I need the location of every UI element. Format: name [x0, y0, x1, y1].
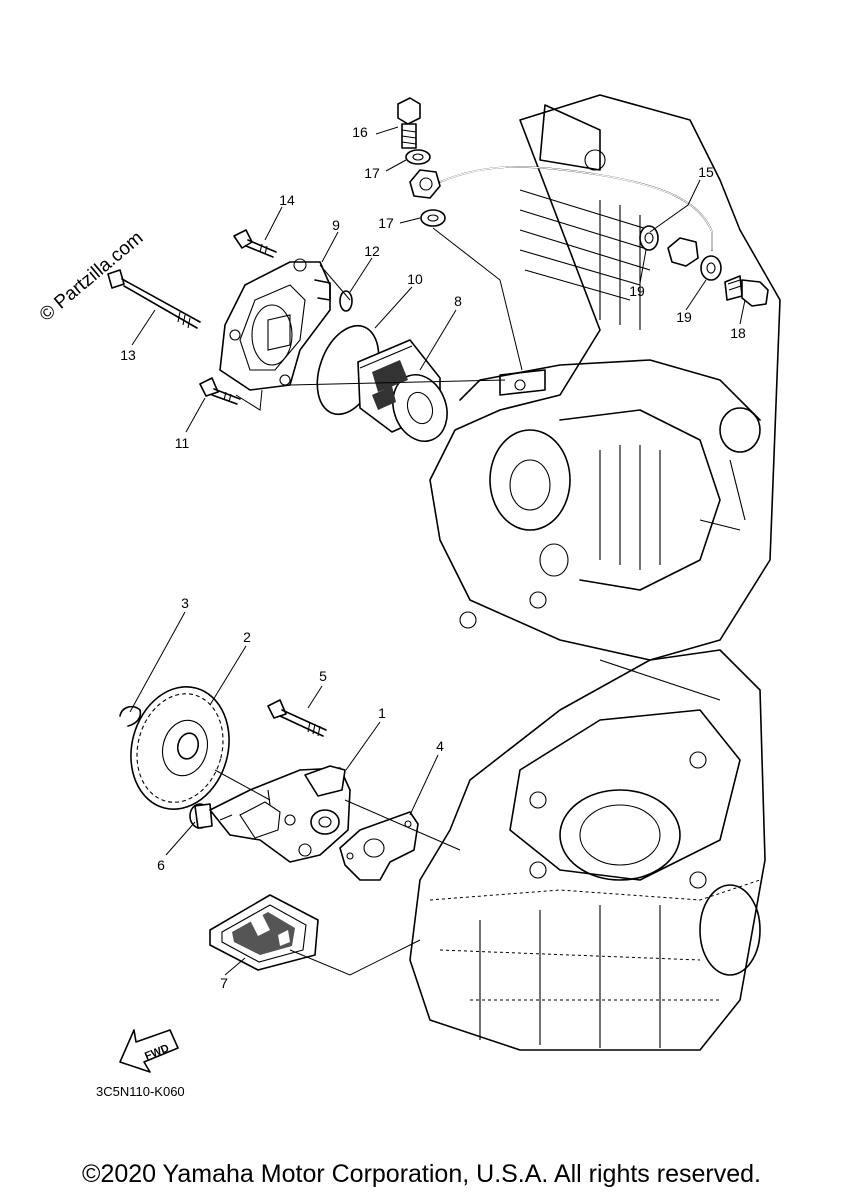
callout-18: 18: [730, 325, 746, 341]
callout-10: 10: [407, 271, 423, 287]
bolt-13: [107, 269, 201, 329]
washer-17-upper: [405, 149, 431, 165]
bolt-5: [267, 699, 327, 737]
callout-4: 4: [436, 738, 444, 754]
copyright-notice: ©2020 Yamaha Motor Corporation, U.S.A. A…: [82, 1160, 761, 1188]
oil-filter-element-8: [357, 339, 448, 442]
callout-8: 8: [454, 293, 462, 309]
callout-leaders: [129, 126, 746, 976]
callout-17-lower: 17: [378, 215, 394, 231]
oil-delivery-pipe: [409, 166, 713, 267]
callout-13: 13: [120, 347, 136, 363]
union-bolt-18: [724, 275, 769, 307]
oil-strainer-7: [209, 894, 319, 971]
callout-7: 7: [220, 975, 228, 991]
bolt-14: [233, 229, 277, 258]
callout-6: 6: [157, 857, 165, 873]
washer-19-left: [639, 225, 659, 251]
callout-17-upper: 17: [364, 165, 380, 181]
callout-2: 2: [243, 629, 251, 645]
diagram-code: 3C5N110-K060: [96, 1084, 185, 1099]
washer-17-lower: [420, 209, 446, 227]
callout-16: 16: [352, 124, 368, 140]
watermark-text: © Partzilla.com: [36, 227, 148, 325]
callout-19-left: 19: [629, 283, 645, 299]
circlip-3: [119, 705, 142, 727]
fwd-arrow: FWD: [119, 1029, 179, 1073]
washer-19-right: [700, 255, 722, 281]
callout-15: 15: [698, 164, 714, 180]
callout-11: 11: [175, 435, 190, 451]
callout-19-right: 19: [676, 309, 692, 325]
callout-5: 5: [319, 668, 327, 684]
oil-pump-assembly-1: [209, 765, 351, 863]
crankcase-lower-drawing: [409, 649, 766, 1051]
callout-12: 12: [364, 243, 380, 259]
crankcase-upper-drawing: [429, 94, 781, 661]
callout-1: 1: [378, 705, 386, 721]
callout-9: 9: [332, 217, 340, 233]
bolt-11: [199, 377, 241, 405]
oil-pump-gear-2: [130, 686, 230, 810]
o-ring-12: [339, 290, 353, 312]
assembly-lines: [214, 227, 523, 976]
callout-3: 3: [181, 595, 189, 611]
diagram-canvas: 16 17 17 15 19 19 18 14 9 12 10 8 13 11 …: [36, 94, 781, 1099]
callout-14: 14: [279, 192, 295, 208]
gasket-4: [339, 811, 419, 881]
oil-filter-cover-9: [219, 258, 331, 391]
union-bolt-16: [397, 97, 421, 149]
